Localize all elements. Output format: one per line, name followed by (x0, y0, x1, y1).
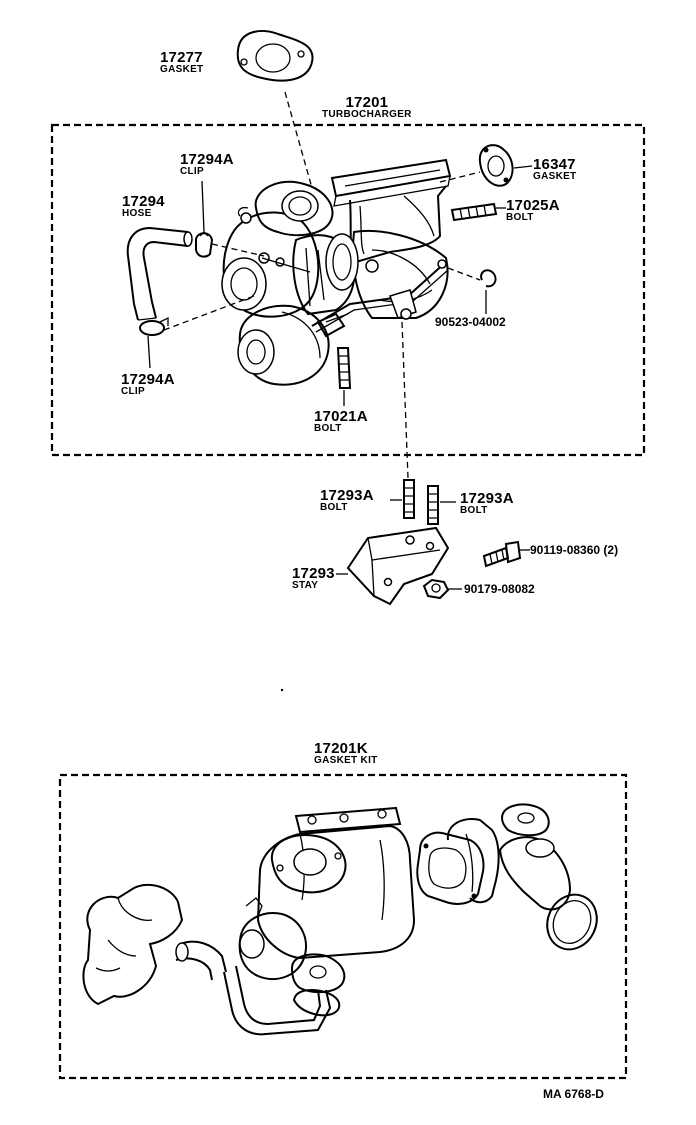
ring-90523-drawing (481, 270, 495, 286)
gasket-kit-drawing (83, 805, 605, 1035)
gasket-17277-drawing (238, 31, 313, 81)
part-number: 17293A (320, 487, 374, 504)
part-number: 17277 (160, 49, 203, 66)
label-17201: 17201 TURBOCHARGER (322, 95, 412, 120)
part-description: BOLT (320, 502, 348, 513)
clip-17294a-bottom-drawing (140, 318, 168, 335)
part-description: TURBOCHARGER (322, 109, 412, 120)
label-90119-08360: 90119-08360 (2) (530, 544, 618, 556)
turbocharger-assembly-box (52, 125, 644, 455)
label-90523-04002: 90523-04002 (435, 316, 506, 328)
label-90179-08082: 90179-08082 (464, 583, 535, 595)
part-number: 17294A (180, 151, 234, 168)
part-description: GASKET KIT (314, 755, 378, 766)
part-number: 90179-08082 (464, 582, 535, 596)
bolt-17025a-drawing (452, 204, 496, 220)
label-17294a-top: 17294A CLIP (180, 152, 234, 177)
label-17294: 17294 HOSE (122, 194, 165, 219)
gasket-16347-drawing (480, 145, 513, 186)
part-number: 17293A (460, 490, 514, 507)
bolt-17293a-right-drawing (428, 486, 438, 524)
part-number: 17293 (292, 565, 335, 582)
label-17293a-left: 17293A BOLT (320, 488, 374, 513)
label-17021a: 17021A BOLT (314, 409, 368, 434)
stay-17293-drawing (348, 528, 448, 604)
part-number: 17025A (506, 197, 560, 214)
part-number: 17201 (345, 94, 389, 111)
part-description: CLIP (180, 166, 204, 177)
part-number: 16347 (533, 156, 576, 173)
bolt-90119-drawing (484, 542, 520, 566)
part-description: BOLT (506, 212, 534, 223)
part-number: 17021A (314, 408, 368, 425)
part-number: 17201K (314, 740, 368, 757)
bolt-17021a-drawing (338, 348, 350, 388)
label-17277: 17277 GASKET (160, 50, 203, 75)
label-17293a-right: 17293A BOLT (460, 491, 514, 516)
label-17201k: 17201K GASKET KIT (314, 741, 378, 766)
nut-90179-drawing (424, 580, 448, 598)
turbocharger-drawing (222, 160, 450, 385)
part-number: 17294 (122, 193, 165, 210)
part-number: 90523-04002 (435, 315, 506, 329)
part-description: CLIP (121, 386, 145, 397)
bolt-17293a-left-drawing (404, 480, 414, 518)
clip-17294a-top-drawing (196, 232, 212, 257)
label-17294a-bottom: 17294A CLIP (121, 372, 175, 397)
diagram-reference-code: MA 6768-D (543, 1087, 604, 1101)
part-number: 90119-08360 (2) (530, 543, 619, 557)
label-17293: 17293 STAY (292, 566, 335, 591)
label-17025a: 17025A BOLT (506, 198, 560, 223)
gasket-kit-box (60, 775, 626, 1078)
part-description: STAY (292, 580, 319, 591)
part-description: BOLT (460, 505, 488, 516)
part-description: GASKET (160, 64, 204, 75)
part-number: 17294A (121, 371, 175, 388)
part-description: GASKET (533, 171, 577, 182)
part-description: HOSE (122, 208, 152, 219)
hose-17294-drawing (128, 228, 192, 320)
part-description: BOLT (314, 423, 342, 434)
label-16347: 16347 GASKET (533, 157, 576, 182)
